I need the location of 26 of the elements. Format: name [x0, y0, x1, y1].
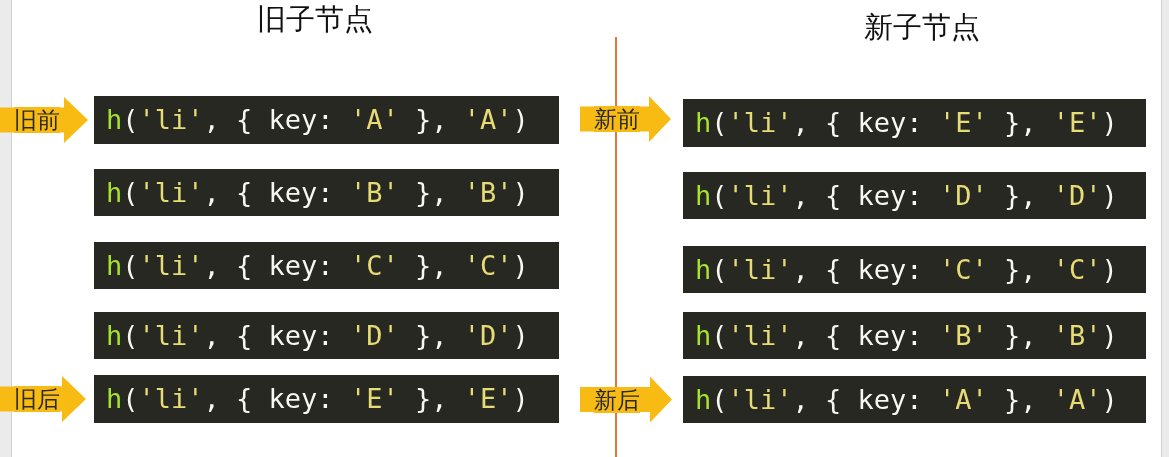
edge-label: 新后 [594, 386, 640, 413]
code-line: h('li', { key: 'E' }, 'E') [106, 383, 529, 415]
code-block [94, 312, 559, 359]
code-block [94, 96, 559, 144]
code-line: h('li', { key: 'C' }, 'C') [106, 249, 529, 282]
column-heading: 新子节点 [864, 10, 980, 44]
code-line: h('li', { key: 'A' }, 'A') [695, 383, 1118, 416]
code-block [94, 242, 559, 289]
edge-label: 旧前 [14, 107, 60, 133]
code-line: h('li', { key: 'C' }, 'C') [695, 253, 1118, 286]
code-line: h('li', { key: 'D' }, 'D') [695, 179, 1118, 212]
code-line: h('li', { key: 'A' }, 'A') [106, 104, 529, 136]
code-block [683, 376, 1146, 423]
code-line: h('li', { key: 'B' }, 'B') [106, 176, 529, 209]
code-line: h('li', { key: 'E' }, 'E') [695, 107, 1118, 139]
code-line: h('li', { key: 'D' }, 'D') [106, 319, 529, 352]
code-block [683, 312, 1146, 359]
column-heading: 旧子节点 [257, 2, 373, 36]
edge-label: 旧后 [14, 386, 60, 412]
code-block [94, 375, 559, 423]
code-block [683, 246, 1146, 293]
code-line: h('li', { key: 'B' }, 'B') [695, 319, 1118, 352]
code-block [683, 99, 1146, 147]
code-block [94, 169, 559, 216]
code-block [683, 172, 1146, 219]
edge-label: 新前 [594, 106, 640, 132]
